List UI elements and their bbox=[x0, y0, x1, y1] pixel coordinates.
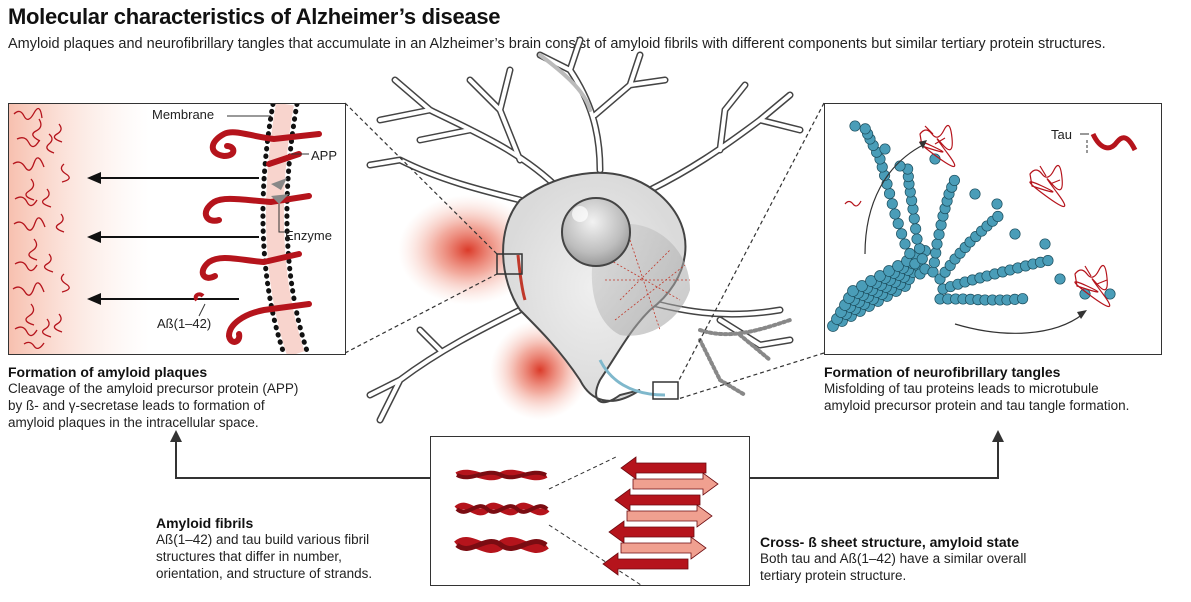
beta-strand-arrow bbox=[614, 488, 701, 512]
flow-arrows bbox=[175, 440, 999, 479]
caption-tangles: Formation of neurofibrillary tangles Mis… bbox=[824, 364, 1129, 414]
tau-dot bbox=[928, 256, 940, 269]
arrowhead-right bbox=[992, 430, 1004, 442]
caption-plaques-line-3: amyloid plaques in the intracellular spa… bbox=[8, 415, 259, 430]
zoom-box-axon bbox=[652, 381, 679, 400]
tau-dot bbox=[884, 188, 896, 200]
beta-strand-arrow bbox=[620, 456, 707, 480]
tau-label: Tau bbox=[1051, 127, 1072, 142]
caption-tangles-heading: Formation of neurofibrillary tangles bbox=[824, 364, 1061, 380]
beta-strand-arrow bbox=[626, 504, 713, 528]
assembly-arrow bbox=[864, 143, 926, 255]
panel-amyloid-plaques: Membrane APP Enzyme Aß(1–42) bbox=[8, 103, 346, 355]
tau-tangle-clumps bbox=[844, 124, 1111, 308]
caption-crossbeta-line-1: Both tau and Aß(1–42) have a similar ove… bbox=[760, 551, 1027, 566]
caption-tangles-line-1: Misfolding of tau proteins leads to micr… bbox=[824, 381, 1099, 396]
free-tau-dot bbox=[1039, 238, 1051, 250]
tau-dot bbox=[904, 248, 916, 260]
release-arrows bbox=[99, 177, 259, 300]
tau-dot bbox=[933, 228, 945, 241]
tau-dot bbox=[1017, 293, 1029, 305]
caption-plaques: Formation of amyloid plaques Cleavage of… bbox=[8, 364, 298, 431]
free-tau-dot bbox=[849, 120, 861, 132]
caption-fibrils-line-1: Aß(1–42) and tau build various fibril bbox=[156, 532, 370, 547]
tau-dot bbox=[948, 174, 960, 186]
free-tau-dot bbox=[879, 143, 891, 155]
neuron bbox=[366, 36, 804, 424]
caption-fibrils: Amyloid fibrils Aß(1–42) and tau build v… bbox=[156, 515, 372, 582]
plaque-blob-upper bbox=[398, 195, 538, 305]
beta-strand-arrow bbox=[602, 552, 689, 576]
tau-dot bbox=[908, 213, 920, 225]
membrane-label: Membrane bbox=[152, 107, 215, 122]
free-tau-dot bbox=[1054, 273, 1066, 285]
abeta-fragment bbox=[193, 292, 205, 302]
disassembly-arrow bbox=[954, 313, 1084, 334]
app-label: APP bbox=[311, 148, 338, 163]
tau-protein-icon bbox=[1090, 132, 1138, 152]
caption-plaques-heading: Formation of amyloid plaques bbox=[8, 364, 208, 380]
tau-dot bbox=[992, 210, 1004, 223]
abeta-label: Aß(1–42) bbox=[157, 316, 212, 331]
beta-strand-arrow bbox=[620, 536, 707, 560]
free-tau-dot bbox=[991, 198, 1003, 210]
tau-dot bbox=[899, 238, 911, 250]
panel-neurofibrillary-tangles: Tau bbox=[824, 103, 1162, 355]
caption-plaques-line-1: Cleavage of the amyloid precursor protei… bbox=[8, 381, 299, 396]
arrowhead-left bbox=[170, 430, 182, 442]
tau-dot bbox=[859, 123, 871, 135]
tangle-fibers bbox=[605, 239, 690, 331]
free-tau-dot bbox=[894, 160, 906, 172]
caption-plaques-line-2: by ß- and γ-secretase leads to formation… bbox=[8, 398, 265, 413]
microtubule-subunit bbox=[874, 270, 886, 282]
caption-crossbeta-line-2: tertiary protein structure. bbox=[760, 568, 907, 583]
plaque-fibril-mass bbox=[12, 107, 70, 350]
microtubule-subunit bbox=[865, 275, 877, 287]
page-title: Molecular characteristics of Alzheimer’s… bbox=[8, 4, 501, 29]
tau-dot bbox=[911, 233, 923, 245]
fibril-panel-drawing bbox=[454, 456, 719, 585]
enzyme-label: Enzyme bbox=[285, 228, 332, 243]
tau-dot bbox=[914, 243, 926, 255]
caption-fibrils-line-2: structures that differ in number, bbox=[156, 549, 342, 564]
tau-dot bbox=[896, 228, 908, 240]
panel-fibril-structure bbox=[430, 436, 750, 586]
neuron-nucleus bbox=[561, 197, 631, 267]
beta-strand-arrow bbox=[608, 520, 695, 544]
plaque-panel-drawing bbox=[9, 104, 322, 354]
enzyme-icon bbox=[271, 178, 287, 190]
tau-dot bbox=[916, 253, 928, 265]
caption-fibrils-heading: Amyloid fibrils bbox=[156, 515, 254, 531]
tangle-panel-drawing bbox=[827, 120, 1138, 334]
twisted-fibrils bbox=[454, 469, 550, 553]
free-tau-dot bbox=[969, 188, 981, 200]
app-proteins bbox=[199, 129, 322, 345]
microtubule-subunit bbox=[856, 280, 868, 292]
tau-dot bbox=[886, 198, 898, 210]
microtubule-subunit bbox=[892, 260, 904, 272]
caption-fibrils-line-3: orientation, and structure of strands. bbox=[156, 566, 373, 581]
tau-dot bbox=[935, 219, 947, 231]
tau-dot bbox=[892, 218, 904, 230]
free-tau-dot bbox=[1009, 228, 1021, 240]
caption-crossbeta: Cross- ß sheet structure, amyloid state … bbox=[760, 534, 1026, 584]
tau-dot bbox=[931, 238, 943, 250]
beta-strand-arrow bbox=[632, 472, 719, 496]
free-tau-dot bbox=[1104, 288, 1116, 300]
cross-beta-sheet bbox=[602, 456, 719, 576]
zoom-connectors bbox=[344, 102, 825, 400]
tau-dot bbox=[1042, 255, 1054, 267]
microtubule-subunit bbox=[883, 265, 895, 277]
tau-dot bbox=[910, 223, 922, 235]
zoom-box-membrane bbox=[496, 253, 523, 275]
tau-dot bbox=[889, 208, 901, 220]
caption-crossbeta-heading: Cross- ß sheet structure, amyloid state bbox=[760, 534, 1020, 550]
caption-tangles-line-2: amyloid precursor protein and tau tangle… bbox=[824, 398, 1130, 413]
neuron-axon bbox=[598, 359, 666, 397]
microtubule-subunit bbox=[847, 285, 859, 297]
membrane-app-strand bbox=[516, 254, 527, 301]
page-subtitle: Amyloid plaques and neurofibrillary tang… bbox=[8, 36, 1106, 52]
